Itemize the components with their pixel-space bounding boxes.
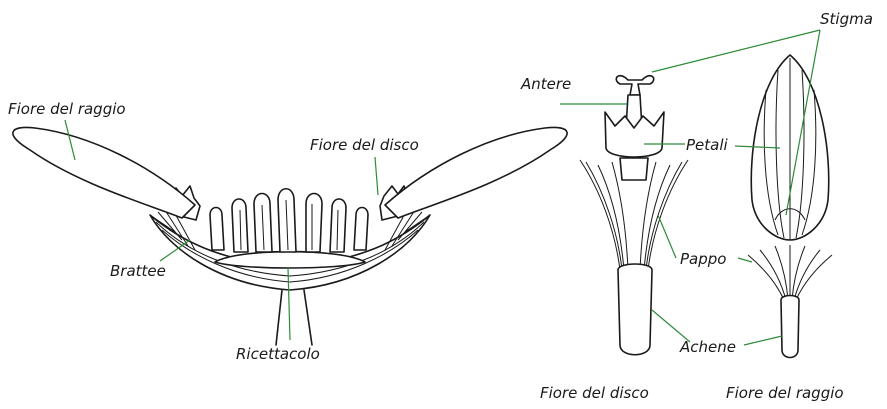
flower-head-cross-section <box>13 127 567 345</box>
label-petali: Petali <box>686 136 729 154</box>
disc-florets <box>170 186 408 252</box>
label-stigma: Stigma <box>820 10 873 28</box>
disc-achene <box>618 264 652 355</box>
caption-disc-floret: Fiore del disco <box>540 384 649 402</box>
ray-achene <box>781 296 799 358</box>
ray-floret-left <box>13 127 195 218</box>
receptacle <box>215 252 365 269</box>
disc-stigma <box>616 76 653 95</box>
ray-pappus <box>748 245 832 300</box>
label-ricettacolo: Ricettacolo <box>236 345 320 363</box>
label-antere: Antere <box>520 75 571 93</box>
label-fiore-del-raggio: Fiore del raggio <box>8 100 126 118</box>
label-pappo: Pappo <box>680 250 726 268</box>
ray-floret-detail <box>748 55 832 358</box>
caption-ray-floret: Fiore del raggio <box>726 384 844 402</box>
stem <box>276 290 312 345</box>
label-fiore-del-disco: Fiore del disco <box>310 136 419 154</box>
disc-floret-detail <box>580 76 688 355</box>
label-brattee: Brattee <box>110 262 166 280</box>
label-achene: Achene <box>679 338 736 356</box>
